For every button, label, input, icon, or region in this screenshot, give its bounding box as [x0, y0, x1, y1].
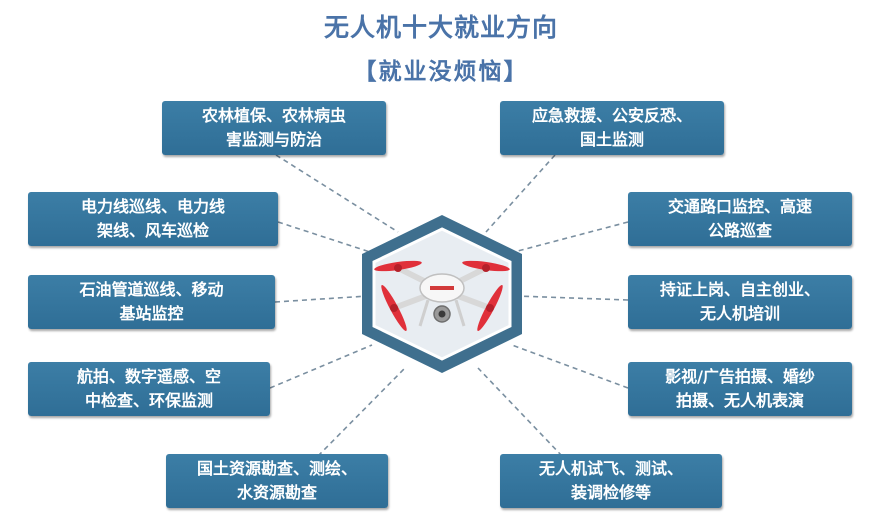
connector-line-3: [513, 221, 629, 253]
connector-line-9: [477, 367, 563, 457]
career-box-2-line-1: 电力线巡线、电力线: [80, 197, 225, 216]
career-box-9: 无人机试飞、测试、装调检修等: [500, 454, 722, 508]
career-box-2-line-2: 架线、风车巡检: [96, 221, 209, 240]
career-box-0: 农林植保、农林病虫害监测与防治: [162, 101, 386, 155]
career-box-4: 石油管道巡线、移动基站监控: [28, 275, 275, 329]
career-box-4-line-1: 石油管道巡线、移动: [79, 280, 224, 299]
career-box-6: 航拍、数字遥感、空中检查、环保监测: [28, 362, 270, 416]
career-box-6-line-2: 中检查、环保监测: [84, 391, 213, 410]
connector-line-4: [274, 295, 369, 303]
connector-line-0: [275, 154, 399, 233]
connector-line-8: [317, 367, 406, 457]
career-box-1: 应急救援、公安反恐、国土监测: [500, 101, 724, 155]
career-box-4-line-2: 基站监控: [119, 304, 184, 323]
career-box-7: 影视/广告拍摄、婚纱拍摄、无人机表演: [628, 362, 852, 416]
career-box-7-line-1: 影视/广告拍摄、婚纱: [665, 367, 815, 386]
drone-icon: [374, 260, 510, 332]
career-box-5-line-2: 无人机培训: [699, 304, 780, 323]
career-box-3: 交通路口监控、高速公路巡查: [628, 192, 852, 246]
career-box-1-line-1: 应急救援、公安反恐、: [531, 106, 692, 125]
career-box-0-line-1: 农林植保、农林病虫: [201, 106, 346, 125]
diagram-title: 无人机十大就业方向: [323, 13, 558, 42]
diagram-subtitle: 【就业没烦恼】: [353, 59, 529, 85]
connector-line-7: [511, 344, 629, 389]
career-box-9-line-2: 装调检修等: [570, 483, 651, 502]
career-box-1-line-2: 国土监测: [579, 130, 644, 149]
connector-line-6: [269, 344, 373, 389]
career-box-7-line-2: 拍摄、无人机表演: [675, 391, 804, 410]
career-box-8-line-2: 水资源勘查: [236, 483, 317, 502]
connector-line-2: [277, 221, 371, 253]
career-box-0-line-2: 害监测与防治: [225, 130, 322, 149]
career-box-5-line-1: 持证上岗、自主创业、: [659, 280, 820, 299]
career-box-3-line-2: 公路巡查: [707, 221, 772, 240]
connector-line-5: [515, 295, 629, 301]
career-box-5: 持证上岗、自主创业、无人机培训: [628, 275, 852, 329]
career-box-9-line-1: 无人机试飞、测试、: [538, 459, 683, 478]
career-box-3-line-1: 交通路口监控、高速: [667, 197, 812, 216]
career-box-2: 电力线巡线、电力线架线、风车巡检: [28, 192, 278, 246]
career-box-6-line-1: 航拍、数字遥感、空: [76, 367, 221, 386]
career-box-8-line-1: 国土资源勘查、测绘、: [196, 459, 357, 478]
career-box-8: 国土资源勘查、测绘、水资源勘查: [166, 454, 388, 508]
